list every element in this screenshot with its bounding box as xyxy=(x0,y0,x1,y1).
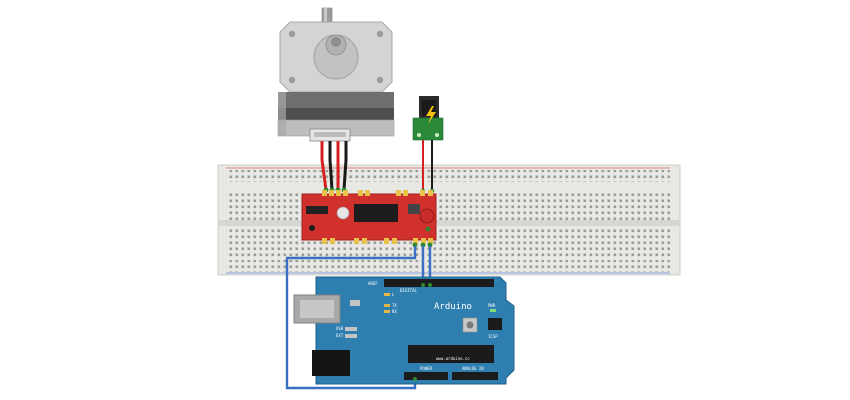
led-rx-label: RX xyxy=(392,309,397,314)
icsp-header xyxy=(488,318,502,330)
analog-header xyxy=(452,372,498,380)
stepper-motor-icon xyxy=(277,7,395,142)
potentiometer xyxy=(336,206,350,220)
stepper-driver-board xyxy=(301,190,437,248)
led-l-label: L xyxy=(392,292,395,297)
arduino-board: Arduino DIGITAL AREF L TX RX PWR ICSP US… xyxy=(293,276,515,385)
ext-label: EXT xyxy=(336,333,344,338)
power-rail-bottom xyxy=(226,260,670,272)
pwr-label: PWR xyxy=(488,303,496,308)
power-label: POWER xyxy=(420,366,433,371)
led-tx-label: TX xyxy=(392,303,397,308)
usb-label: USB xyxy=(336,326,344,331)
icsp-label: ICSP xyxy=(488,334,498,339)
center-channel xyxy=(218,220,680,226)
power-jack-icon xyxy=(412,96,444,141)
terminal-strip-top xyxy=(226,190,670,220)
digital-header xyxy=(384,279,494,287)
dc-jack xyxy=(312,350,350,376)
driver-chip xyxy=(354,204,398,222)
digital-label: DIGITAL xyxy=(400,288,417,293)
power-header xyxy=(404,372,448,380)
breadboard xyxy=(217,164,681,276)
lightning-icon xyxy=(426,106,436,124)
power-rail-top xyxy=(226,170,670,182)
website-label: www.arduino.cc xyxy=(436,356,470,361)
microcontroller-chip xyxy=(408,345,494,363)
arduino-brand: Arduino xyxy=(434,302,472,312)
terminal-strip-bottom xyxy=(226,227,670,257)
analog-label: ANALOG IN xyxy=(462,366,484,371)
aref-label: AREF xyxy=(368,281,378,286)
